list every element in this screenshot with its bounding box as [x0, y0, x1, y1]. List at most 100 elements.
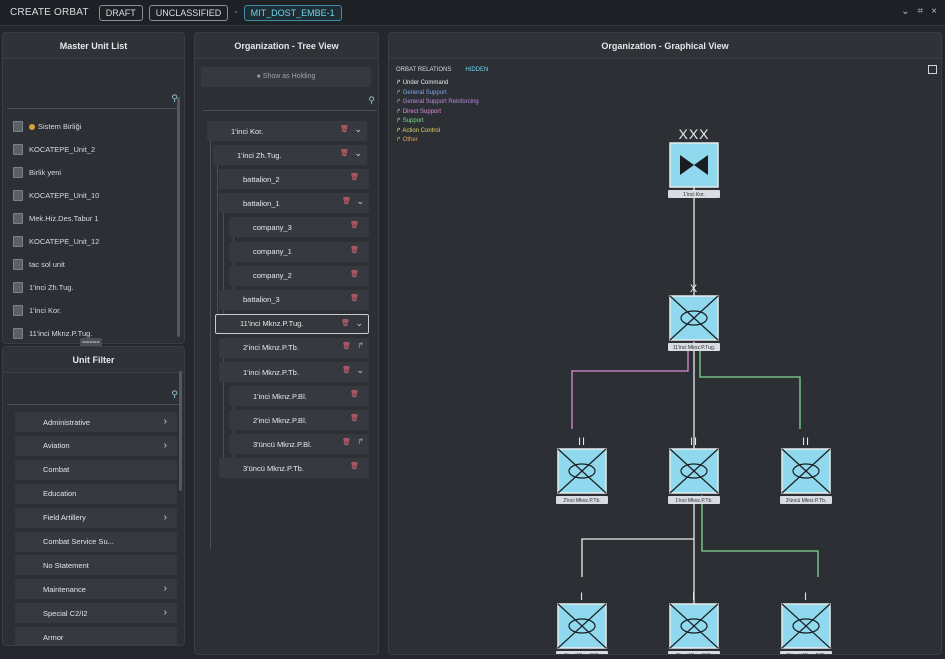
delete-icon[interactable]: 🗑 — [350, 415, 359, 423]
master-unit-label: Sistem Birliği — [38, 122, 82, 131]
tree-node-label: company_2 — [253, 271, 292, 281]
filter-item[interactable]: Armor — [15, 627, 177, 645]
master-unit-item[interactable]: KOCATEPE_Unit_10 — [3, 184, 184, 207]
legend-item[interactable]: ↱ Action Control — [396, 127, 479, 137]
filter-item-label: Education — [43, 489, 77, 499]
filter-item[interactable]: No Statement — [15, 555, 177, 576]
chevron-right-icon[interactable]: › — [163, 511, 167, 523]
legend-item[interactable]: ↱ General Support Reinforcing — [396, 98, 479, 108]
delete-icon[interactable]: 🗑 — [340, 150, 349, 158]
bowtie-icon — [680, 155, 694, 175]
support-line — [701, 496, 819, 577]
master-unit-list-title: Master Unit List — [3, 33, 184, 59]
tree-node[interactable]: 2'inci Mknz.P.Bl.🗑 — [229, 410, 369, 431]
tree-node-label: battalion_2 — [243, 174, 280, 184]
master-unit-item[interactable]: Sistem Birliği — [3, 115, 184, 138]
tree-node[interactable]: 1'inci Kor.🗑⌄ — [207, 121, 367, 141]
tree-node[interactable]: company_3 🗑 — [229, 217, 369, 238]
tree-node[interactable]: battalion_2 🗑 — [219, 169, 369, 190]
master-unit-item[interactable]: 11'inci Mknz.P.Tug. — [3, 322, 184, 343]
graphical-view-title: Organization - Graphical View — [389, 33, 941, 59]
master-unit-item[interactable]: Mek.Hiz.Des.Tabur 1 — [3, 207, 184, 230]
unit-filter-search-input[interactable]: ⚲ — [7, 385, 180, 405]
filter-item[interactable]: Combat Service Su... — [15, 531, 177, 552]
chevron-down-icon[interactable]: ⌄ — [354, 148, 362, 159]
tree-node-label: company_3 — [253, 222, 292, 232]
show-as-holding-button[interactable]: ● Show as Holding — [201, 67, 371, 87]
legend-item[interactable]: ↱ General Support — [396, 89, 479, 99]
legend-item[interactable]: ↱ Support — [396, 117, 479, 127]
tree-node[interactable]: company_1🗑 — [229, 241, 369, 262]
document-name-badge[interactable]: MIT_DOST_EMBE-1 — [243, 4, 342, 21]
master-unit-item[interactable]: 1'inci Kor. — [3, 299, 184, 322]
chevron-right-icon[interactable]: › — [163, 607, 167, 619]
tree-node[interactable]: 1'inci Mknz.P.Tb.🗑⌄ — [219, 362, 369, 382]
delete-icon[interactable]: 🗑 — [342, 367, 351, 374]
chevron-down-icon[interactable]: ⌄ — [355, 317, 363, 328]
tree-node[interactable]: 3'üncü Mknz.P.Tb.🗑 — [219, 458, 369, 479]
tree-node[interactable]: 1'inci Zh.Tug.🗑⌄ — [213, 145, 367, 166]
delete-icon[interactable]: 🗑 — [350, 391, 359, 399]
delete-icon[interactable]: 🗑 — [350, 174, 359, 182]
delete-icon[interactable]: 🗑 — [340, 126, 349, 133]
tree-search-input[interactable]: ⚲ — [203, 91, 377, 111]
collapse-icon[interactable]: ⌄ — [901, 6, 910, 17]
filter-item[interactable]: Special C2/I2› — [15, 603, 177, 624]
tab-orbat-relations[interactable]: ORBAT RELATIONS — [396, 67, 452, 73]
tab-hidden[interactable]: HIDDEN — [465, 67, 489, 73]
delete-icon[interactable]: 🗑 — [342, 439, 351, 447]
chevron-down-icon[interactable]: ⌄ — [356, 196, 364, 207]
filter-item[interactable]: Aviation› — [15, 435, 177, 456]
minimize-icon[interactable]: ⌗ — [917, 6, 924, 17]
master-list-scrollbar[interactable] — [177, 97, 180, 337]
filter-item[interactable]: Administrative› — [15, 412, 177, 432]
filter-scrollbar[interactable] — [179, 371, 182, 491]
filter-item[interactable]: Field Artillery› — [15, 507, 177, 528]
chevron-down-icon[interactable]: ⌄ — [356, 365, 364, 375]
close-icon[interactable]: × — [931, 6, 937, 17]
tree-node[interactable]: 11'inci Mknz.P.Tug.🗑⌄ — [215, 313, 369, 334]
tree-node[interactable]: 1'inci Mknz.P.Bl.🗑 — [229, 386, 369, 407]
legend-item[interactable]: ↱ Other — [396, 136, 479, 146]
delete-icon[interactable]: 🗑 — [341, 319, 350, 327]
tree-node[interactable]: battalion_3🗑 — [219, 289, 369, 310]
mech-infantry-icon — [568, 463, 596, 479]
chevron-right-icon[interactable]: › — [163, 439, 167, 451]
legend-item[interactable]: ↱ Under Command — [396, 79, 479, 89]
delete-icon[interactable]: 🗑 — [342, 198, 351, 206]
master-unit-item[interactable]: tac sol unit — [3, 253, 184, 276]
unit-icon — [13, 167, 23, 178]
relation-link-icon[interactable]: ↱ — [357, 340, 364, 350]
master-unit-item[interactable]: 1'inci Zh.Tug. — [3, 276, 184, 299]
delete-icon[interactable]: 🗑 — [342, 342, 351, 350]
tree-node[interactable]: 2'inci Mknz.P.Tb.🗑↱ — [219, 337, 369, 358]
panel-resize-handle[interactable]: ===== — [80, 338, 102, 348]
delete-icon[interactable]: 🗑 — [350, 222, 359, 230]
master-unit-item[interactable]: KOCATEPE_Unit_2 — [3, 138, 184, 161]
relation-arrow-icon: ↱ — [396, 108, 403, 115]
filter-item[interactable]: Combat — [15, 459, 177, 480]
chevron-right-icon[interactable]: › — [163, 583, 167, 595]
delete-icon[interactable]: 🗑 — [350, 294, 359, 302]
tree-node[interactable]: 3'üncü Mknz.P.Bl.🗑↱ — [229, 434, 369, 455]
unit-filter-title: Unit Filter — [3, 347, 184, 373]
classification-badge[interactable]: UNCLASSIFIED — [148, 4, 229, 21]
echelon-label: XXX — [678, 126, 709, 142]
chevron-right-icon[interactable]: › — [163, 416, 167, 427]
delete-icon[interactable]: 🗑 — [350, 246, 359, 254]
tree-node[interactable]: company_2 🗑 — [229, 265, 369, 286]
draft-badge[interactable]: DRAFT — [98, 4, 143, 21]
legend-item[interactable]: ↱ Direct Support — [396, 108, 479, 118]
chevron-down-icon[interactable]: ⌄ — [354, 124, 362, 134]
master-unit-search-input[interactable]: ⚲ — [7, 89, 180, 109]
delete-icon[interactable]: 🗑 — [350, 270, 359, 278]
master-unit-item[interactable]: Birlik yeni — [3, 161, 184, 184]
fullscreen-icon[interactable] — [928, 65, 937, 74]
master-unit-item[interactable]: KOCATEPE_Unit_12 — [3, 230, 184, 253]
filter-item[interactable]: Maintenance› — [15, 579, 177, 600]
filter-item[interactable]: Education — [15, 483, 177, 504]
relation-link-icon[interactable]: ↱ — [357, 437, 364, 447]
mech-infantry-icon — [680, 618, 708, 634]
tree-node[interactable]: battalion_1🗑⌄ — [219, 193, 369, 214]
delete-icon[interactable]: 🗑 — [350, 463, 359, 471]
